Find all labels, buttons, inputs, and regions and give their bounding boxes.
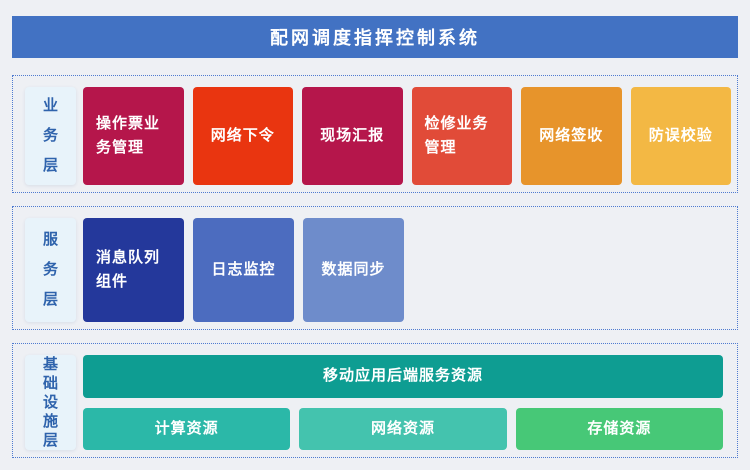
layer-label-text: 基础设施层 bbox=[42, 355, 58, 450]
infrastructure-resources-row: 计算资源 网络资源 存储资源 bbox=[83, 407, 723, 450]
box-compute-resources: 计算资源 bbox=[83, 407, 291, 450]
business-boxes-row: 操作票业务管理 网络下令 现场汇报 检修业务管理 网络签收 防误校验 bbox=[83, 87, 731, 185]
box-label: 移动应用后端服务资源 bbox=[322, 367, 483, 385]
box-mobile-backend-service-resources: 移动应用后端服务资源 bbox=[83, 355, 723, 398]
box-error-prevention-check: 防误校验 bbox=[630, 87, 731, 185]
layer-label-infrastructure: 基础设施层 bbox=[25, 355, 76, 450]
box-storage-resources: 存储资源 bbox=[515, 407, 723, 450]
layer-infrastructure: 基础设施层 移动应用后端服务资源 计算资源 网络资源 存储资源 bbox=[12, 343, 738, 458]
box-log-monitoring: 日志监控 bbox=[193, 218, 294, 322]
box-label: 网络资源 bbox=[370, 419, 435, 437]
box-network-order: 网络下令 bbox=[192, 87, 293, 185]
box-label: 网络签收 bbox=[539, 127, 604, 144]
box-maintenance-management: 检修业务管理 bbox=[411, 87, 512, 185]
service-boxes-row: 消息队列组件 日志监控 数据同步 bbox=[83, 218, 404, 322]
box-label: 现场汇报 bbox=[320, 127, 385, 144]
infrastructure-boxes: 移动应用后端服务资源 计算资源 网络资源 存储资源 bbox=[83, 355, 723, 450]
box-label: 存储资源 bbox=[587, 419, 652, 437]
layer-label-text: 服务层 bbox=[42, 231, 58, 308]
box-operation-ticket-management: 操作票业务管理 bbox=[83, 87, 184, 185]
box-message-queue-component: 消息队列组件 bbox=[83, 218, 184, 322]
box-label: 计算资源 bbox=[154, 419, 219, 437]
box-network-sign-off: 网络签收 bbox=[521, 87, 622, 185]
box-label: 操作票业务管理 bbox=[96, 115, 161, 156]
box-label: 防误校验 bbox=[648, 127, 713, 144]
box-label: 日志监控 bbox=[211, 261, 276, 278]
layer-label-service: 服务层 bbox=[25, 218, 76, 322]
box-data-sync: 数据同步 bbox=[303, 218, 404, 322]
box-label: 检修业务管理 bbox=[424, 115, 489, 156]
title-bar: 配网调度指挥控制系统 bbox=[12, 16, 738, 58]
box-site-report: 现场汇报 bbox=[302, 87, 403, 185]
box-label: 网络下令 bbox=[210, 127, 275, 144]
layer-label-business: 业务层 bbox=[25, 87, 76, 185]
box-label: 消息队列组件 bbox=[96, 249, 161, 290]
layer-label-text: 业务层 bbox=[42, 97, 58, 174]
layer-business: 业务层 操作票业务管理 网络下令 现场汇报 检修业务管理 网络签收 防误校验 bbox=[12, 75, 738, 193]
system-title: 配网调度指挥控制系统 bbox=[270, 28, 480, 48]
box-network-resources: 网络资源 bbox=[299, 407, 507, 450]
box-label: 数据同步 bbox=[321, 261, 386, 278]
layer-service: 服务层 消息队列组件 日志监控 数据同步 bbox=[12, 206, 738, 330]
